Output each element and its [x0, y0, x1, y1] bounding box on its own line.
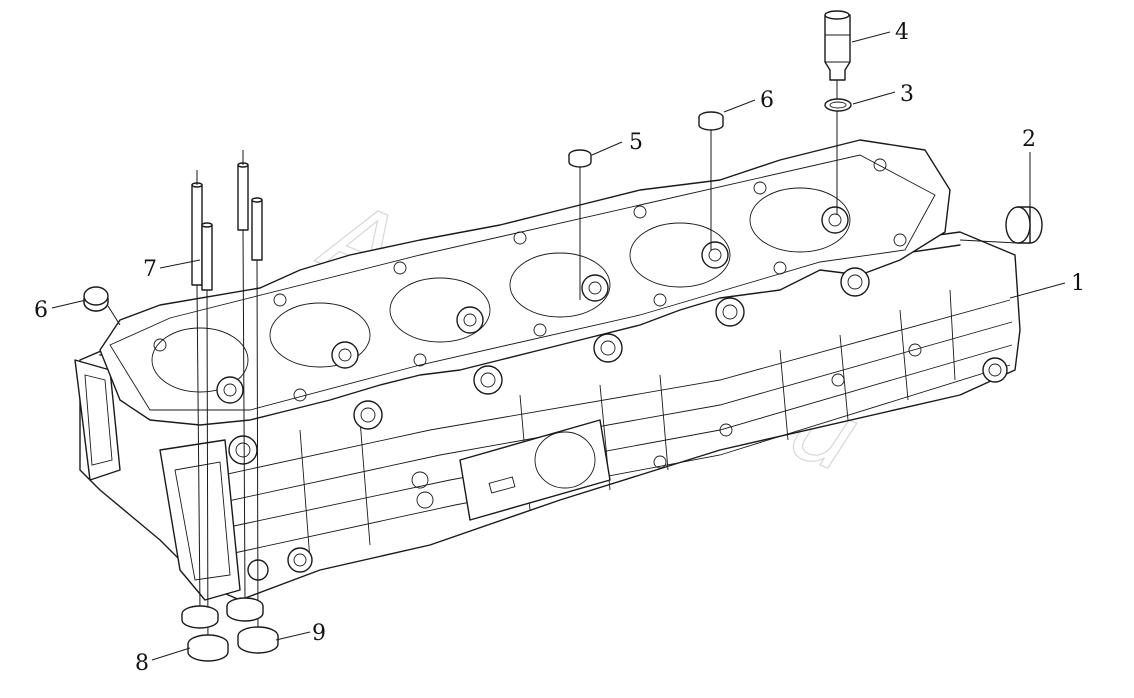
leader-9 — [275, 631, 311, 641]
callout-leaders — [51, 31, 1066, 661]
head-gasket-top-deck — [99, 139, 951, 465]
leader-5 — [591, 141, 623, 156]
leader-6-upper — [723, 99, 756, 113]
leader-6-left — [51, 299, 87, 309]
part-9-rings — [226, 597, 279, 654]
part-6-upper-seal — [698, 111, 724, 250]
valve-pocket-group — [151, 187, 851, 393]
leader-3 — [852, 91, 896, 105]
callout-1: 1 — [1071, 271, 1085, 296]
callout-2: 2 — [1022, 127, 1036, 152]
part-3-o-ring — [824, 98, 852, 112]
part-4-injector-sleeve — [824, 10, 851, 215]
valve-seats — [228, 267, 870, 465]
part-8-rings — [181, 605, 229, 662]
callout-9: 9 — [312, 621, 326, 646]
part-6-left-plug — [83, 286, 121, 326]
leader-4 — [851, 31, 891, 43]
injector-bores — [216, 206, 849, 404]
leader-1 — [1009, 282, 1066, 299]
callout-7: 7 — [143, 257, 157, 282]
part-7-dowel-tubes — [191, 150, 263, 661]
callout-4: 4 — [895, 20, 909, 45]
callout-8: 8 — [135, 651, 149, 676]
callout-3: 3 — [900, 82, 914, 107]
callout-5: 5 — [629, 130, 643, 155]
callout-labels: 1 2 3 4 5 6 6 7 8 9 — [34, 20, 1085, 676]
part-5-valve-seal — [568, 149, 592, 300]
leader-7 — [159, 259, 201, 269]
leader-8 — [151, 647, 191, 661]
bolt-holes — [153, 158, 907, 402]
callout-6-upper: 6 — [760, 88, 774, 113]
callout-6-left: 6 — [34, 298, 48, 323]
